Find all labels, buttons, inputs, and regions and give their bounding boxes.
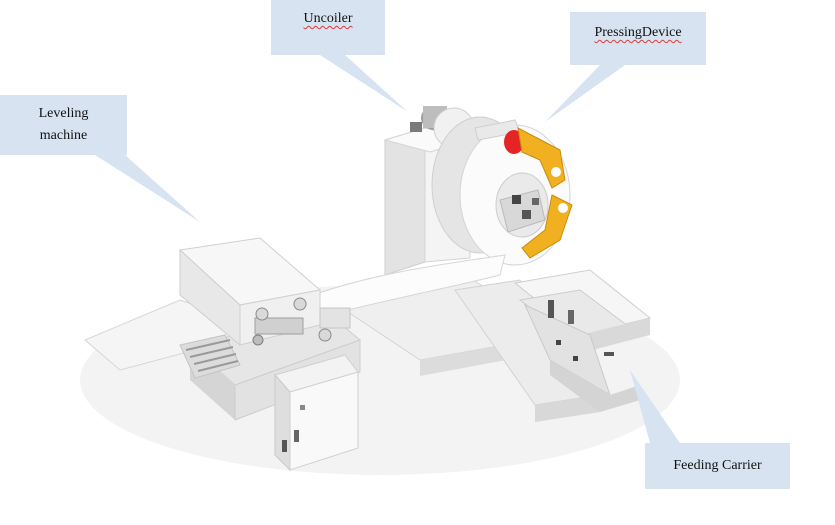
- callout-feeding-carrier-pointer: [630, 370, 680, 443]
- callout-uncoiler-pointer: [320, 55, 408, 112]
- callout-uncoiler-box: [271, 0, 385, 55]
- callout-leveling-machine: [0, 95, 200, 222]
- callout-feeding-carrier-box: [645, 443, 790, 489]
- control-cabinet: [274, 354, 359, 472]
- callout-leveling-box: [0, 95, 127, 155]
- label-feeding-carrier: Feeding Carrier: [645, 455, 790, 477]
- label-pressing-device-text: PressingDevice: [594, 25, 682, 40]
- callout-uncoiler: [271, 0, 408, 112]
- callout-pressing-device-box: [570, 12, 706, 65]
- callout-pressing-device: [545, 12, 706, 122]
- label-leveling-line2: machine: [39, 128, 88, 143]
- label-uncoiler-text: Uncoiler: [303, 11, 353, 26]
- feeding-carrier: [513, 269, 652, 412]
- label-feeding-carrier-text: Feeding Carrier: [673, 458, 762, 473]
- label-leveling-line1: Leveling: [38, 106, 89, 121]
- callout-leveling-pointer: [95, 155, 200, 222]
- label-leveling-machine: Leveling machine: [0, 103, 127, 147]
- callout-feeding-carrier: [630, 370, 790, 489]
- label-uncoiler: Uncoiler: [271, 8, 385, 30]
- callout-pressing-device-pointer: [545, 65, 625, 122]
- pressing-device-arm: [474, 119, 573, 259]
- label-pressing-device: PressingDevice: [570, 22, 706, 44]
